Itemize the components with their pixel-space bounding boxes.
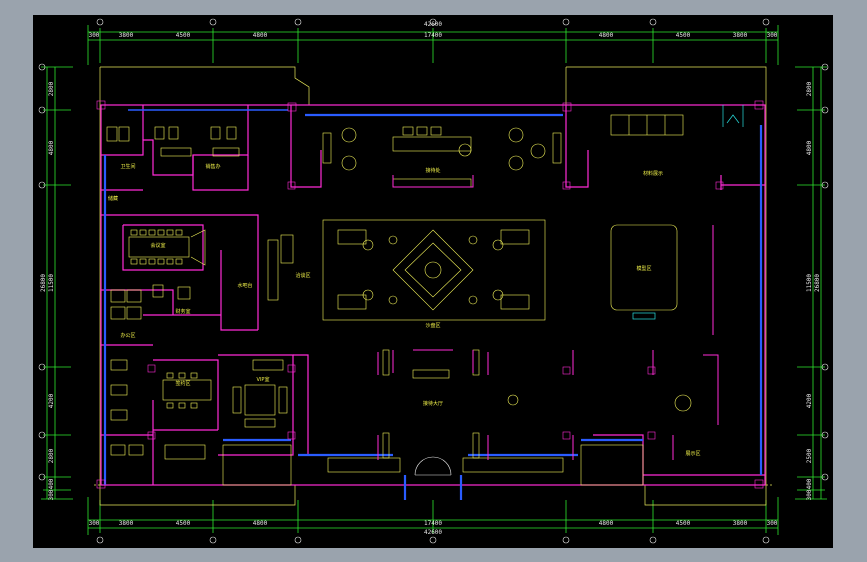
- dim-top-seg: 300: [767, 32, 778, 39]
- dim-left-overall: 26800: [40, 274, 47, 292]
- cad-viewport[interactable]: 42600 17400 300 3800 4500 4800 4800 4500…: [33, 15, 833, 548]
- entrance-door: [414, 456, 452, 476]
- dim-bottom-seg: 4800: [599, 520, 614, 527]
- label-reception: 接待处: [425, 167, 440, 174]
- dimension-lines: [41, 25, 827, 535]
- dim-right-seg: 300: [806, 489, 813, 500]
- dim-top-seg: 3800: [733, 32, 748, 39]
- dim-bottom-overall: 42600: [424, 529, 442, 536]
- bottom-dimension-text: 17400 42600 300 3800 4500 4800 4800 4500…: [89, 520, 778, 536]
- label-lobby: 接待大厅: [423, 400, 443, 407]
- walls: [100, 104, 766, 486]
- label-bar: 水吧台: [237, 282, 252, 289]
- dim-left-seg: 300: [48, 489, 55, 500]
- label-signing: 签约区: [175, 380, 190, 387]
- dim-top-seg: 4800: [253, 32, 268, 39]
- dim-left-inner: 11500: [48, 274, 55, 292]
- label-finance: 财务室: [175, 308, 190, 315]
- grid-bubbles: [38, 18, 829, 544]
- dim-bottom-inner: 17400: [424, 520, 442, 527]
- partitions: [377, 175, 719, 460]
- room-labels: 卫生间 销售办 储藏 会议室 财务室 水吧台 接待处 洽谈区 沙盘区 VIP室 …: [108, 163, 701, 457]
- dim-top-seg: 3800: [119, 32, 134, 39]
- label-sales-area: 洽谈区: [295, 272, 310, 279]
- dim-top-inner: 17400: [424, 32, 442, 39]
- cyan-accents: [632, 105, 744, 320]
- dim-top-overall: 42600: [424, 21, 442, 28]
- dim-right-overall: 26800: [814, 274, 821, 292]
- right-dimension-text: 26800 11500 2800 4800 4200 2500 400 300: [806, 81, 821, 500]
- furniture: [106, 114, 692, 486]
- label-model-area: 模型区: [636, 265, 651, 272]
- dim-right-seg: 2500: [806, 448, 813, 463]
- dim-left-seg: 400: [48, 478, 55, 489]
- dim-bottom-seg: 3800: [733, 520, 748, 527]
- dim-bottom-seg: 300: [89, 520, 100, 527]
- floor-plan-drawing: 42600 17400 300 3800 4500 4800 4800 4500…: [38, 18, 829, 544]
- dim-bottom-seg: 3800: [119, 520, 134, 527]
- dim-left-seg: 4800: [48, 140, 55, 155]
- dim-right-seg: 4800: [806, 140, 813, 155]
- left-dimension-text: 26800 11500 2800 4800 4200 2800 400 300: [40, 81, 55, 500]
- label-storage: 储藏: [108, 195, 118, 202]
- label-material-area: 材料展示: [643, 170, 663, 177]
- label-office-left: 办公区: [120, 332, 135, 339]
- columns: [96, 100, 764, 489]
- dim-top-seg: 300: [89, 32, 100, 39]
- dim-right-inner: 11500: [806, 274, 813, 292]
- dim-bottom-seg: 4500: [676, 520, 691, 527]
- top-dimension-text: 42600 17400 300 3800 4500 4800 4800 4500…: [89, 21, 778, 39]
- dim-right-seg: 400: [806, 478, 813, 489]
- label-meeting-room: 会议室: [150, 242, 165, 249]
- label-sandtable: 沙盘区: [425, 322, 440, 329]
- glass-curtain: [103, 109, 763, 500]
- site-outline: [94, 66, 772, 506]
- dim-left-seg: 4200: [48, 393, 55, 408]
- dim-right-seg: 4200: [806, 393, 813, 408]
- dim-bottom-seg: 300: [767, 520, 778, 527]
- dim-left-seg: 2800: [48, 448, 55, 463]
- dim-top-seg: 4500: [176, 32, 191, 39]
- dim-top-seg: 4500: [676, 32, 691, 39]
- dim-left-seg: 2800: [48, 81, 55, 96]
- dim-right-seg: 2800: [806, 81, 813, 96]
- dim-top-seg: 4800: [599, 32, 614, 39]
- label-restroom: 卫生间: [120, 163, 135, 170]
- label-sales-office: 销售办: [205, 163, 220, 170]
- label-exhibit: 展示区: [685, 451, 700, 457]
- dim-bottom-seg: 4800: [253, 520, 268, 527]
- dim-bottom-seg: 4500: [176, 520, 191, 527]
- label-vip-room: VIP室: [257, 376, 270, 383]
